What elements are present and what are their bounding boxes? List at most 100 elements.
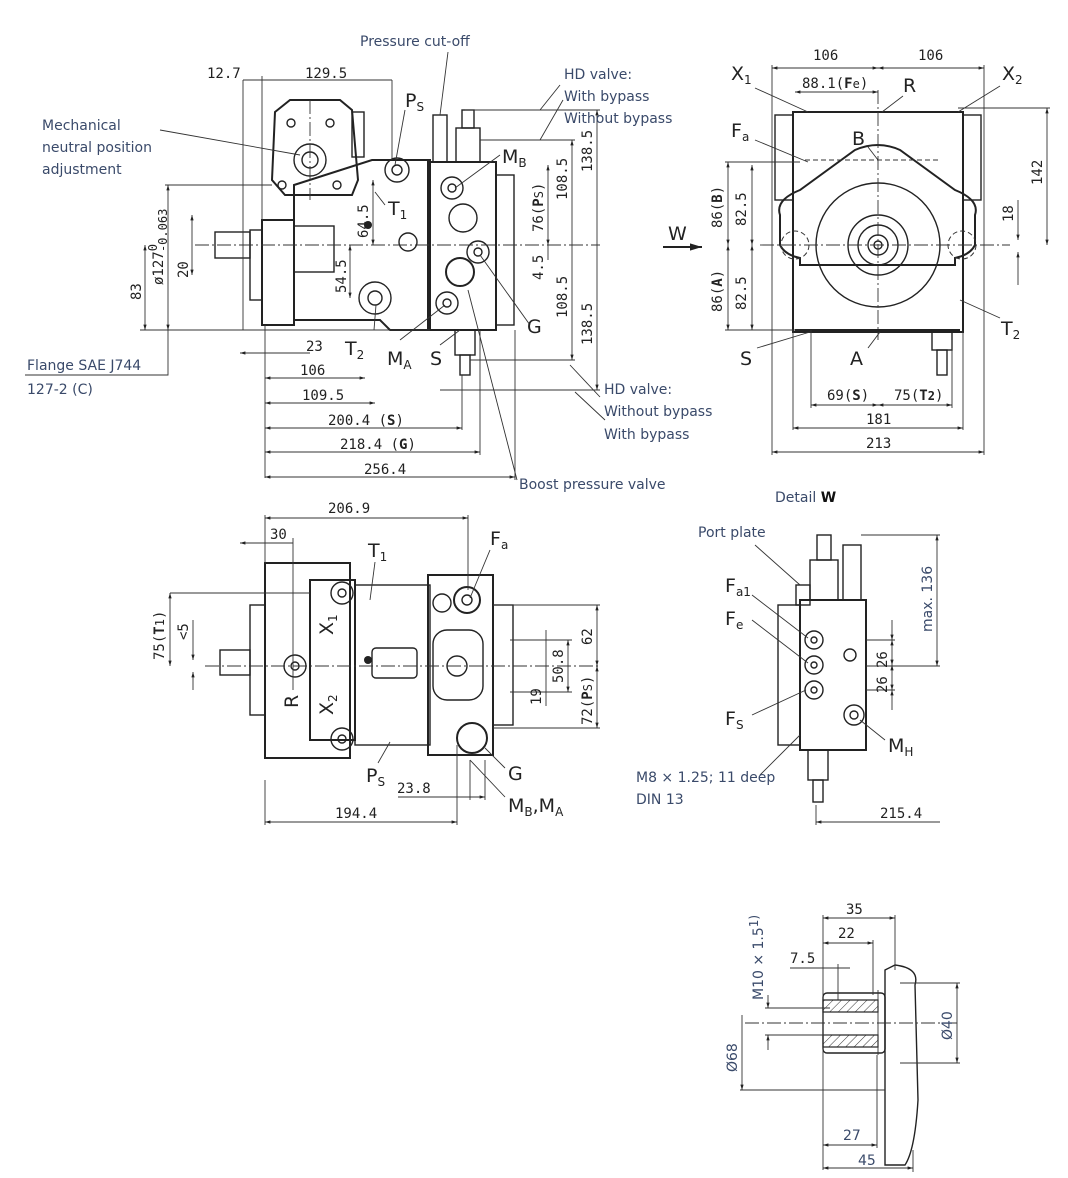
front-view-labels: 106 106 88.1(Fe) 142 18 86(B) 82.5 86(A)… <box>668 48 1046 452</box>
front-view <box>663 65 1050 455</box>
flange-line1: Flange SAE J744 <box>27 358 141 374</box>
port-plate-callout: Port plate <box>698 525 766 541</box>
dim-109-5: 109.5 <box>302 388 344 404</box>
port-x2-top-label: X2 <box>316 694 340 715</box>
port-t2-label: T2 <box>1000 318 1020 342</box>
port-a-label: A <box>850 348 863 370</box>
hd-valve-top-with-bypass: With bypass <box>564 89 649 105</box>
dim-m10-thread: M10 × 1.51) <box>747 915 767 1000</box>
port-s-label: S <box>430 348 442 370</box>
pressure-cutoff-valve <box>432 114 448 163</box>
hd-valve-bottom-title: HD valve: <box>604 382 672 398</box>
hd-valve-top-without-bypass: Without bypass <box>564 111 672 127</box>
dim-50-8: 50.8 <box>551 649 567 683</box>
dim-88-1-fe: 88.1(Fe) <box>802 76 868 92</box>
side-view <box>25 51 606 481</box>
dim-82-5-bottom: 82.5 <box>734 276 750 310</box>
dim-108-5-top: 108.5 <box>555 158 571 200</box>
port-mh-label: MH <box>888 735 913 759</box>
dim-54-5: 54.5 <box>334 259 350 293</box>
dim-69-s: 69(S) <box>827 388 869 404</box>
dim-12-7: 12.7 <box>207 66 241 82</box>
port-t2-label: T2 <box>344 338 364 362</box>
port-x1-top-label: X1 <box>316 614 340 635</box>
dim-40-diameter: Ø40 <box>940 1011 956 1040</box>
port-t1-label: T1 <box>387 198 407 222</box>
dim-129-5: 129.5 <box>305 66 347 82</box>
port-mb-ma-top-label: MB,MA <box>508 795 564 819</box>
side-view-labels: Pressure cut-off HD valve: With bypass W… <box>27 34 712 493</box>
port-fa1-label: Fa1 <box>725 575 751 599</box>
dim-19: 19 <box>529 688 545 705</box>
hd-valve-top-title: HD valve: <box>564 67 632 83</box>
port-r-top-label: R <box>281 695 303 708</box>
dim-4-5: 4.5 <box>531 255 547 280</box>
dim-76-ps: 76(PS) <box>531 183 547 232</box>
port-g-label: G <box>527 316 542 338</box>
port-mb-label: MB <box>502 146 527 170</box>
dim-23: 23 <box>306 339 323 355</box>
dim-218-4: 218.4 (G) <box>340 437 416 453</box>
port-b-label: B <box>852 128 865 150</box>
mech-neutral-line1: Mechanical <box>42 118 121 134</box>
dim-45: 45 <box>858 1153 876 1169</box>
shaft-detail-view <box>740 915 960 1172</box>
dim-127-diameter: ø1270-0.063 <box>146 209 170 285</box>
shaft-flange-section <box>884 964 919 1166</box>
top-view-labels: 206.9 30 75(T1) <5 62 50.8 19 72(PS) 23.… <box>152 501 596 822</box>
port-g-top-label: G <box>508 763 523 785</box>
port-x2-label: X2 <box>1002 63 1023 87</box>
mechanical-adjustment-housing <box>270 99 360 196</box>
dim-142: 142 <box>1030 160 1046 185</box>
flange-line2: 127-2 (C) <box>27 382 93 398</box>
port-ma-label: MA <box>387 348 412 372</box>
dim-82-5-top: 82.5 <box>734 192 750 226</box>
valve-block <box>427 161 497 331</box>
dim-215-4: 215.4 <box>880 806 922 822</box>
dim-75-t1: 75(T1) <box>152 611 168 660</box>
dim-62: 62 <box>580 628 596 645</box>
boost-pressure-callout: Boost pressure valve <box>519 477 666 493</box>
dim-lt5: <5 <box>176 623 192 640</box>
dim-200-4: 200.4 (S) <box>328 413 404 429</box>
dim-138-5-top: 138.5 <box>580 130 596 172</box>
dim-26-top: 26 <box>875 651 891 668</box>
port-fa-top-label: Fa <box>490 528 508 552</box>
mounting-flange <box>778 144 977 266</box>
hd-valve-bottom-without-bypass: Without bypass <box>604 404 712 420</box>
port-t1-top-label: T1 <box>367 540 387 564</box>
thread-note-line1: M8 × 1.25; 11 deep <box>636 770 775 786</box>
dim-27: 27 <box>843 1128 861 1144</box>
dim-64-5: 64.5 <box>356 204 372 238</box>
dim-108-5-bottom: 108.5 <box>555 276 571 318</box>
shaft-detail-labels: 35 22 7.5 M10 × 1.51) Ø68 Ø40 27 45 <box>725 902 956 1169</box>
thread-note-line2: DIN 13 <box>636 792 684 808</box>
mech-neutral-line3: adjustment <box>42 162 122 178</box>
port-r-label: R <box>903 75 916 97</box>
view-arrow-label: W <box>668 223 687 245</box>
dim-30: 30 <box>270 527 287 543</box>
dim-68-diameter: Ø68 <box>725 1043 741 1072</box>
dim-26-bottom: 26 <box>875 676 891 693</box>
dim-72-ps: 72(PS) <box>580 676 596 725</box>
dim-181: 181 <box>866 412 891 428</box>
dim-75-t2: 75(T2) <box>894 388 943 404</box>
port-fs-label: FS <box>725 708 744 732</box>
detail-w-labels: Detail W Port plate M8 × 1.25; 11 deep D… <box>636 490 936 822</box>
detail-w-view <box>751 534 940 825</box>
dim-max-136: max. 136 <box>920 566 936 632</box>
hd-valve-bottom-with-bypass: With bypass <box>604 427 689 443</box>
dim-22: 22 <box>838 926 855 942</box>
dim-206-9: 206.9 <box>328 501 370 517</box>
port-ps-top-label: PS <box>366 765 385 789</box>
detail-w-title: Detail W <box>775 490 836 506</box>
dim-20: 20 <box>176 261 192 278</box>
dim-35: 35 <box>846 902 863 918</box>
mech-neutral-line2: neutral position <box>42 140 152 156</box>
flange-plate <box>261 219 295 326</box>
dim-138-5-bottom: 138.5 <box>580 303 596 345</box>
dim-86-a: 86(A) <box>710 270 726 312</box>
dim-23-8: 23.8 <box>397 781 431 797</box>
port-fe-label: Fe <box>725 608 743 632</box>
top-shaft <box>219 649 251 676</box>
